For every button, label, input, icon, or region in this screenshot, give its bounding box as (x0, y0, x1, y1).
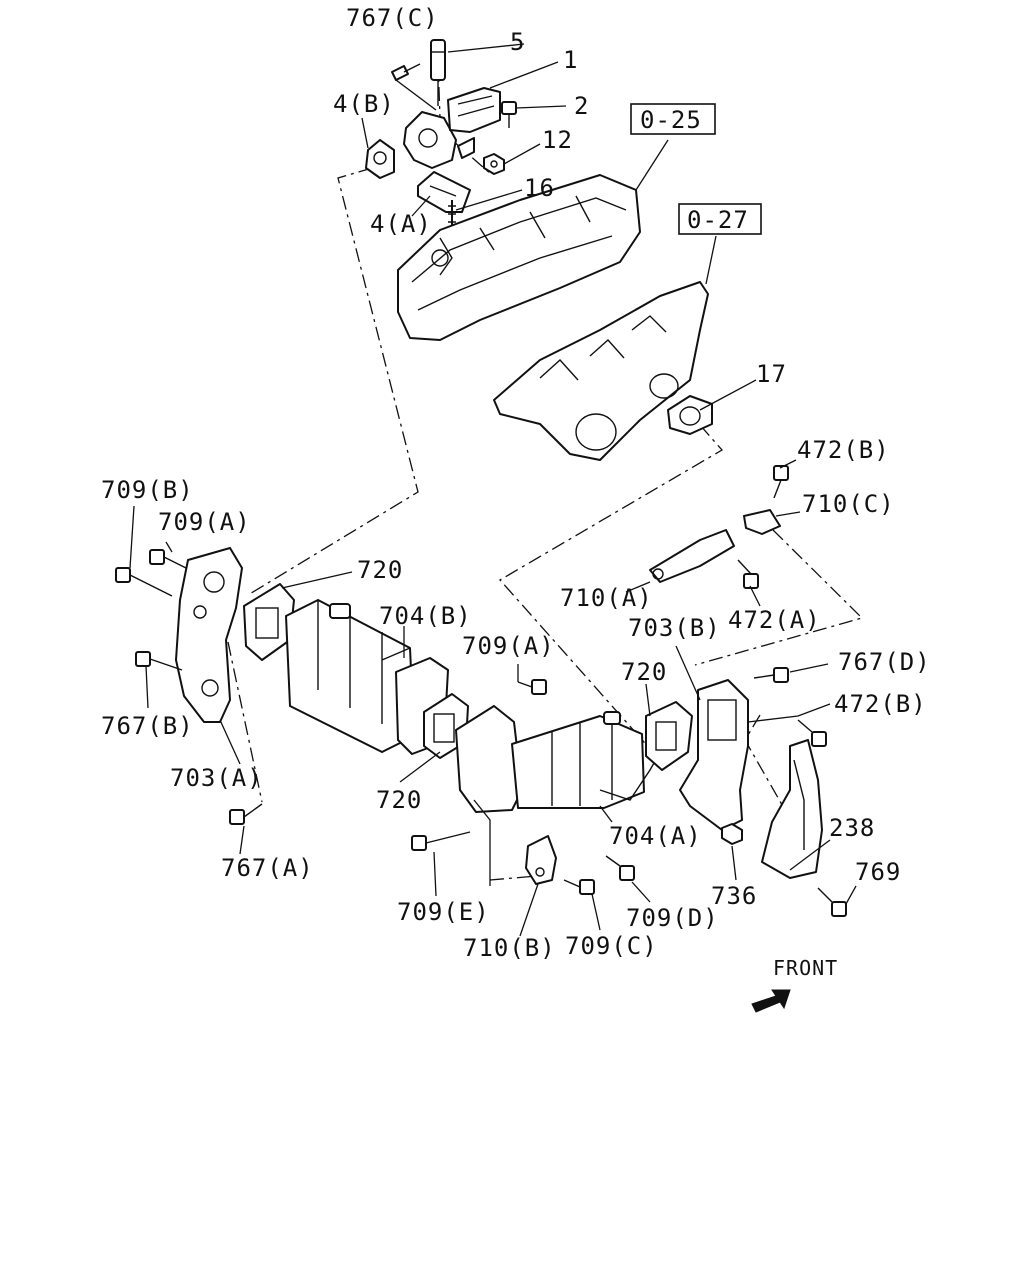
label-710c: 710(C) (802, 490, 895, 518)
label-736: 736 (711, 882, 757, 910)
ref-box-0-27: 0-27 (678, 203, 762, 235)
label-472b-right: 472(B) (834, 690, 927, 718)
label-709c: 709(C) (565, 932, 658, 960)
bolt-767c-part (391, 63, 437, 111)
nut-12-part (483, 153, 505, 175)
bracket-710a-part (649, 529, 735, 583)
label-4b: 4(B) (333, 90, 395, 118)
label-4a: 4(A) (370, 210, 432, 238)
nut-736-part (721, 823, 743, 845)
bracket-710b-part (525, 835, 557, 885)
gasket-4a-part (417, 171, 471, 213)
label-710b: 710(B) (463, 934, 556, 962)
bolt-709a-left-part (149, 549, 187, 569)
bracket-703a-part (175, 547, 243, 723)
ref-0-27-label: 0-27 (687, 206, 749, 234)
label-12: 12 (542, 126, 573, 154)
label-703a: 703(A) (170, 764, 263, 792)
label-1: 1 (563, 46, 578, 74)
bolt-767b-part (135, 651, 183, 671)
label-2: 2 (574, 92, 589, 120)
heat-shield-238-part (761, 739, 823, 879)
egr-valve-part (403, 87, 501, 169)
label-238: 238 (829, 814, 875, 842)
bolt-709c-part (563, 879, 595, 895)
intake-manifold-part (397, 174, 641, 341)
label-709a-mid: 709(A) (462, 632, 555, 660)
label-767b: 767(B) (101, 712, 194, 740)
gasket-17-part (667, 395, 713, 435)
label-16: 16 (524, 174, 555, 202)
label-709a-left: 709(A) (158, 508, 251, 536)
label-5: 5 (510, 28, 525, 56)
exhaust-manifold-part (493, 281, 709, 461)
stud-5-part (430, 39, 446, 106)
bolt-709a-mid-part (517, 679, 547, 695)
bolt-472b-right-part (797, 719, 827, 747)
label-709b: 709(B) (101, 476, 194, 504)
bolt-767a-part (229, 803, 263, 825)
ref-0-25-label: 0-25 (640, 106, 702, 134)
label-767a: 767(A) (221, 854, 314, 882)
label-769: 769 (855, 858, 901, 886)
bolt-709b-part (115, 567, 173, 597)
bolt-709e-part (411, 831, 471, 851)
bolt-709d-part (605, 855, 635, 881)
label-767d: 767(D) (838, 648, 931, 676)
label-767c: 767(C) (346, 4, 439, 32)
label-720-top: 720 (357, 556, 403, 584)
callout-labels: 767(C) 5 1 2 4(B) 12 16 4(A) 17 472(B) 7… (101, 4, 931, 962)
gasket-4b-part (365, 139, 395, 179)
label-704a: 704(A) (609, 822, 702, 850)
ref-box-0-25: 0-25 (630, 103, 716, 135)
label-720-bot: 720 (376, 786, 422, 814)
bolt-769-part (817, 887, 847, 917)
label-709e: 709(E) (397, 898, 490, 926)
bolt-472a-part (737, 559, 759, 589)
front-label: FRONT (773, 956, 838, 980)
front-arrow-icon (751, 989, 791, 1013)
bolt-2-part (501, 101, 517, 128)
label-720-mid: 720 (621, 658, 667, 686)
label-709d: 709(D) (626, 904, 719, 932)
label-472a: 472(A) (728, 606, 821, 634)
label-710a: 710(A) (560, 584, 653, 612)
egr-cooler-704a-part (455, 705, 659, 813)
bracket-703b-part (679, 679, 749, 831)
label-472b-top: 472(B) (797, 436, 890, 464)
front-indicator: FRONT (751, 956, 838, 1013)
leader-lines (129, 43, 857, 937)
bolt-767d-part (753, 667, 789, 683)
label-703b: 703(B) (628, 614, 721, 642)
gasket-720-right-part (645, 701, 693, 771)
label-704b: 704(B) (379, 602, 472, 630)
bracket-710c-part (743, 509, 781, 535)
bolt-472b-top-part (773, 465, 789, 499)
label-17: 17 (756, 360, 787, 388)
